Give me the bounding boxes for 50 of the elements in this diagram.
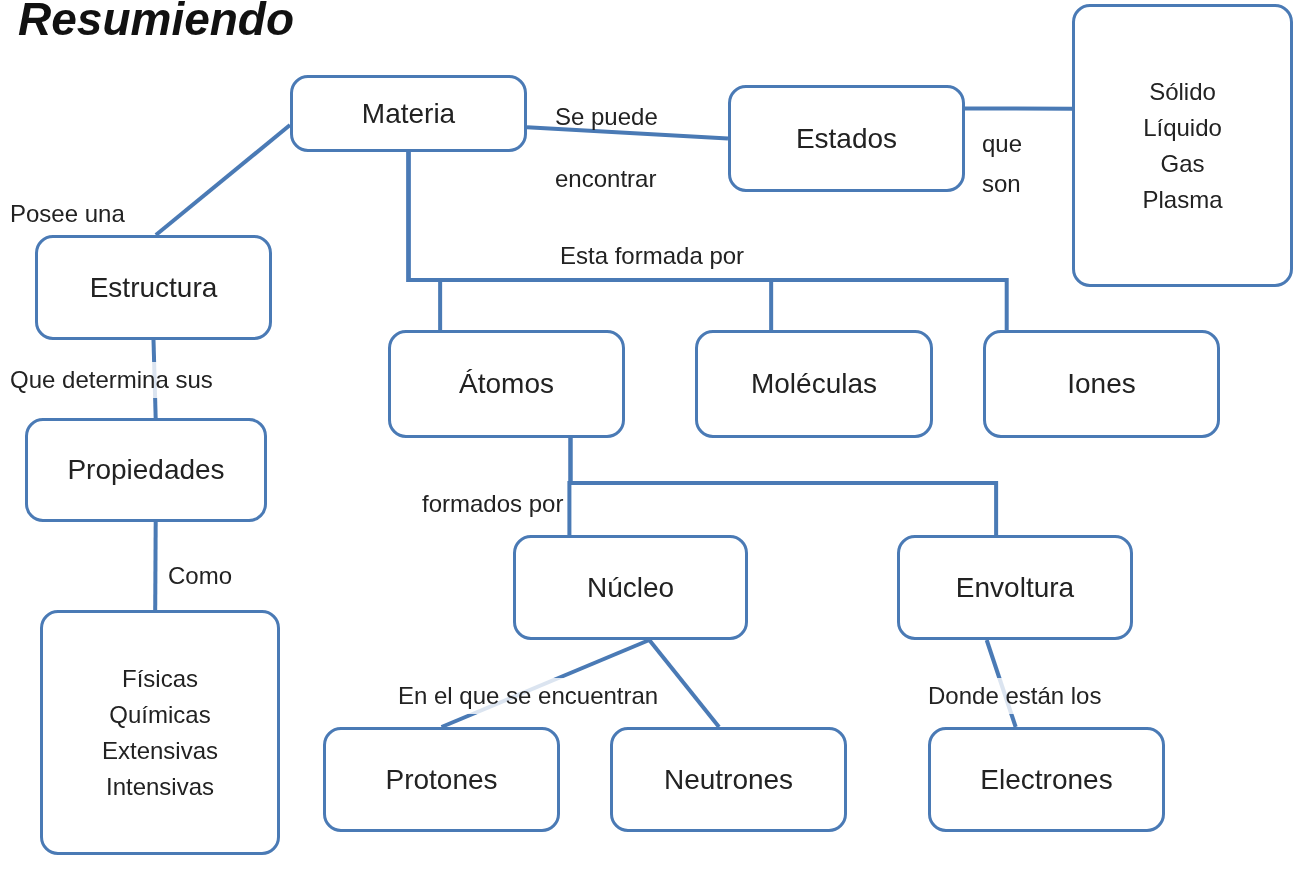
edge-label: Que determina sus [10, 362, 213, 398]
node-text: Propiedades [67, 453, 225, 487]
connector-line [647, 638, 721, 729]
edge-label: Donde están los [928, 678, 1102, 714]
concept-box [728, 85, 965, 192]
concept-box [290, 75, 527, 152]
node-text: Neutrones [663, 762, 794, 797]
edge-label: En el que se encuentran [398, 678, 659, 714]
connector-line [154, 123, 292, 237]
concept-box [513, 535, 748, 640]
concept-box [1072, 4, 1293, 287]
concept-box [388, 330, 625, 438]
connector-line [568, 438, 999, 535]
edge-label: Como [168, 561, 233, 591]
node-text: Electrones [980, 762, 1113, 797]
node-text: Físicas [122, 663, 198, 694]
node-text: Intensivas [105, 771, 215, 802]
node-text: Átomos [459, 367, 554, 401]
node-text: Protones [385, 762, 498, 797]
node-text: Estructura [89, 270, 218, 305]
edge-label: Esta formada por [560, 241, 745, 271]
node-text: Núcleo [586, 570, 675, 605]
connector-line [406, 152, 1009, 330]
concept-box [695, 330, 933, 438]
title: Resumiendo [18, 0, 295, 42]
edge-label: Posee una [10, 199, 125, 229]
concept-box [323, 727, 560, 832]
concept-box [897, 535, 1133, 640]
node-text: Estados [795, 121, 898, 156]
edge-label: que son [982, 129, 1024, 199]
connector-line [153, 522, 158, 610]
node-text: Sólido [1149, 76, 1216, 107]
node-text: Gas [1160, 148, 1205, 179]
concept-box [928, 727, 1165, 832]
node-text: Químicas [109, 699, 211, 730]
node-text: Materia [361, 96, 456, 131]
concept-box [983, 330, 1220, 438]
node-text: Envoltura [955, 570, 1075, 605]
node-text: Iones [1067, 367, 1136, 401]
concept-box [25, 418, 267, 522]
edge-label: Se puede encontrar [555, 102, 659, 194]
node-text: Plasma [1142, 184, 1223, 215]
concept-box [610, 727, 847, 832]
concept-box [40, 610, 280, 855]
node-text: Extensivas [101, 735, 219, 766]
concept-box [35, 235, 272, 340]
connector-line [965, 106, 1072, 111]
node-text: Líquido [1143, 112, 1222, 143]
connector-line [526, 125, 729, 141]
node-text: Moléculas [750, 367, 878, 401]
